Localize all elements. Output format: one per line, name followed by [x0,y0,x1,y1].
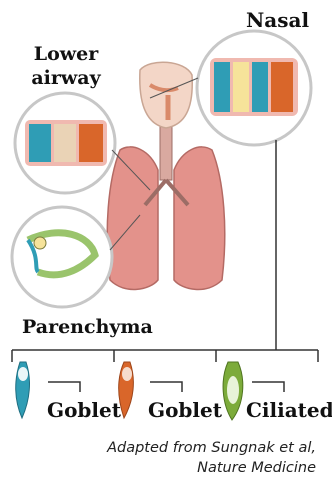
nasal-tissue-circle [150,31,311,145]
lower-airway-label-line1: Lower [20,42,112,66]
nasal-label: Nasal [246,8,309,32]
head-illustration [140,62,192,128]
credit-line-2: Nature Medicine [197,460,316,476]
ciliated-cell-label: Ciliated [246,398,332,422]
goblet-cell-label-1: Goblet [47,398,121,422]
lower-airway-label: Lower airway [20,42,112,90]
parenchyma-label: Parenchyma [22,316,153,338]
goblet-cell-icon-teal [16,362,30,418]
ciliated-cell-icon [223,362,243,420]
goblet-cell-label-2: Goblet [148,398,222,422]
lungs-illustration [107,120,225,289]
credit-line-1: Adapted from Sungnak et al, [107,440,316,456]
lower-airway-label-line2: airway [20,66,112,90]
